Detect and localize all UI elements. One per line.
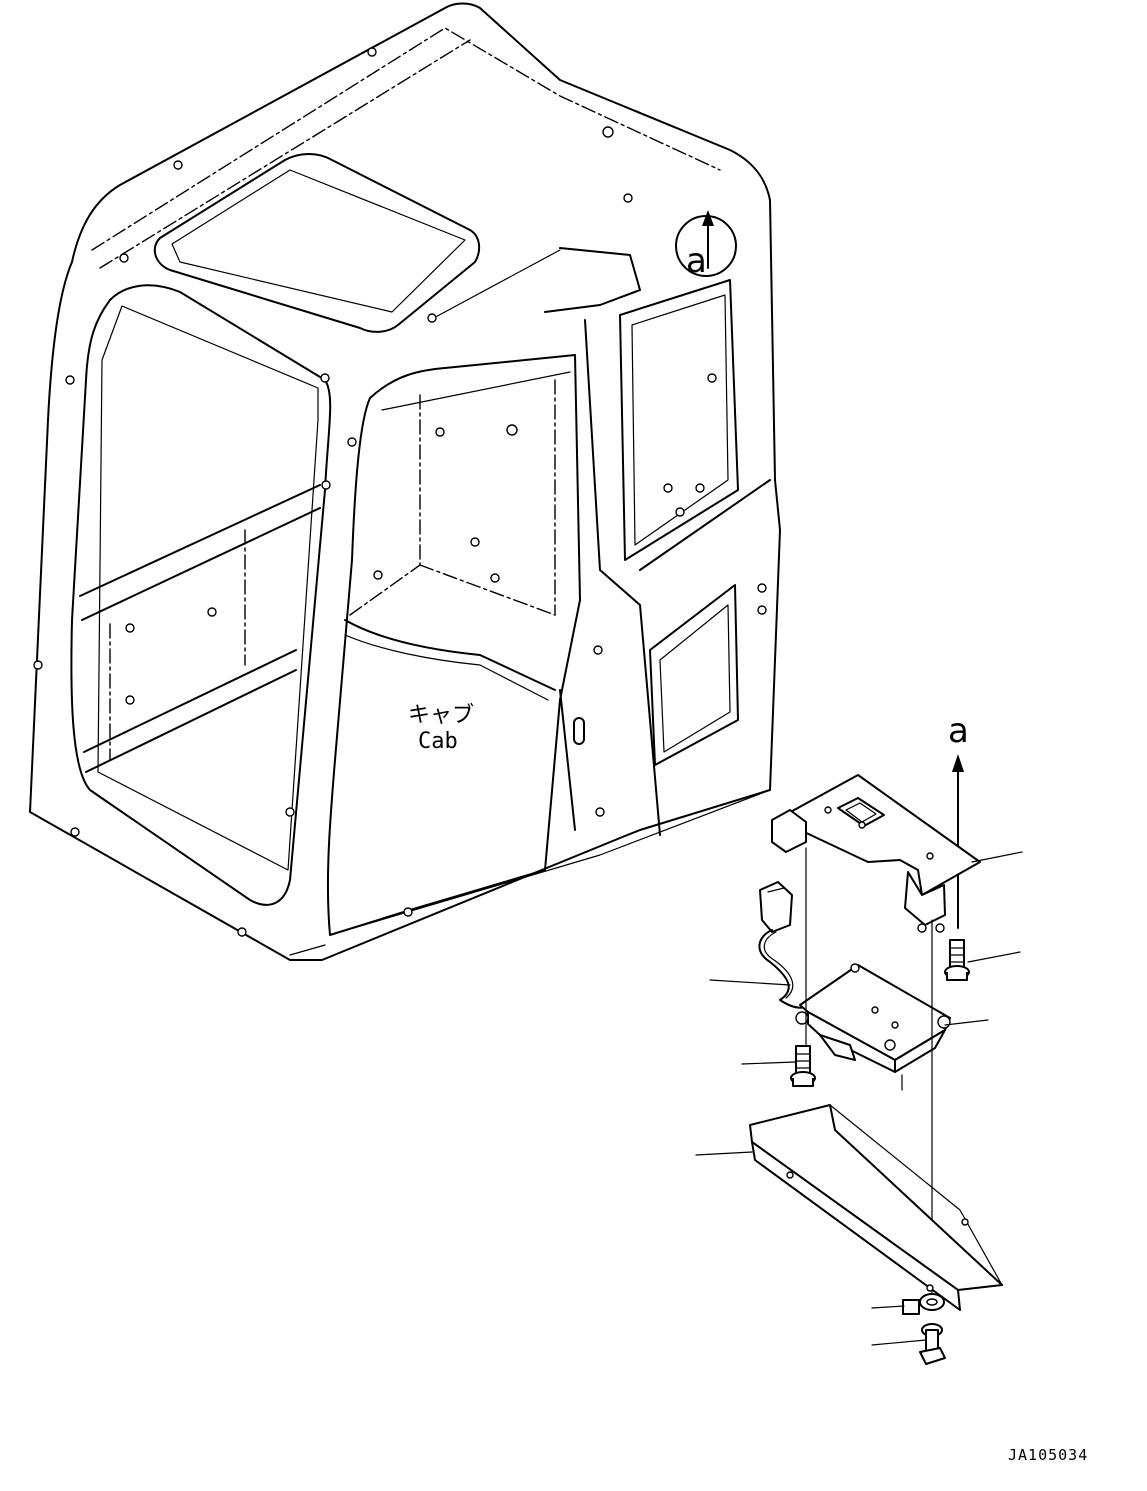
callout-line-washer: [871, 1305, 905, 1309]
bolt-lower-part: [790, 1045, 816, 1087]
callout-line-harness: [709, 979, 791, 986]
callout-line-clip: [871, 1339, 927, 1346]
detail-view-label: a: [948, 711, 969, 751]
callout-line-bolt-lower: [741, 1061, 796, 1065]
clip-part: [919, 1323, 946, 1365]
callout-line-cover: [695, 1151, 753, 1156]
washer-part: [902, 1293, 945, 1315]
cab-label-jp: キャブ: [408, 703, 474, 728]
view-a-label: a: [686, 241, 707, 281]
bracket-part: [771, 774, 981, 933]
cab-illustration: a キャブ Cab: [29, 2, 781, 961]
bolt-upper-part: [944, 939, 970, 981]
callout-line-bolt-upper: [967, 951, 1021, 963]
callout-line-bracket: [971, 851, 1023, 863]
detail-view-a: a: [695, 711, 1023, 1365]
controller-part: [795, 963, 951, 1073]
drawing-id: JA105034: [1008, 1446, 1088, 1464]
callout-line-controller: [944, 1019, 989, 1026]
cab-label-en: Cab: [418, 729, 458, 754]
harness-part: [758, 881, 811, 1009]
cover-part: [749, 1104, 1003, 1311]
